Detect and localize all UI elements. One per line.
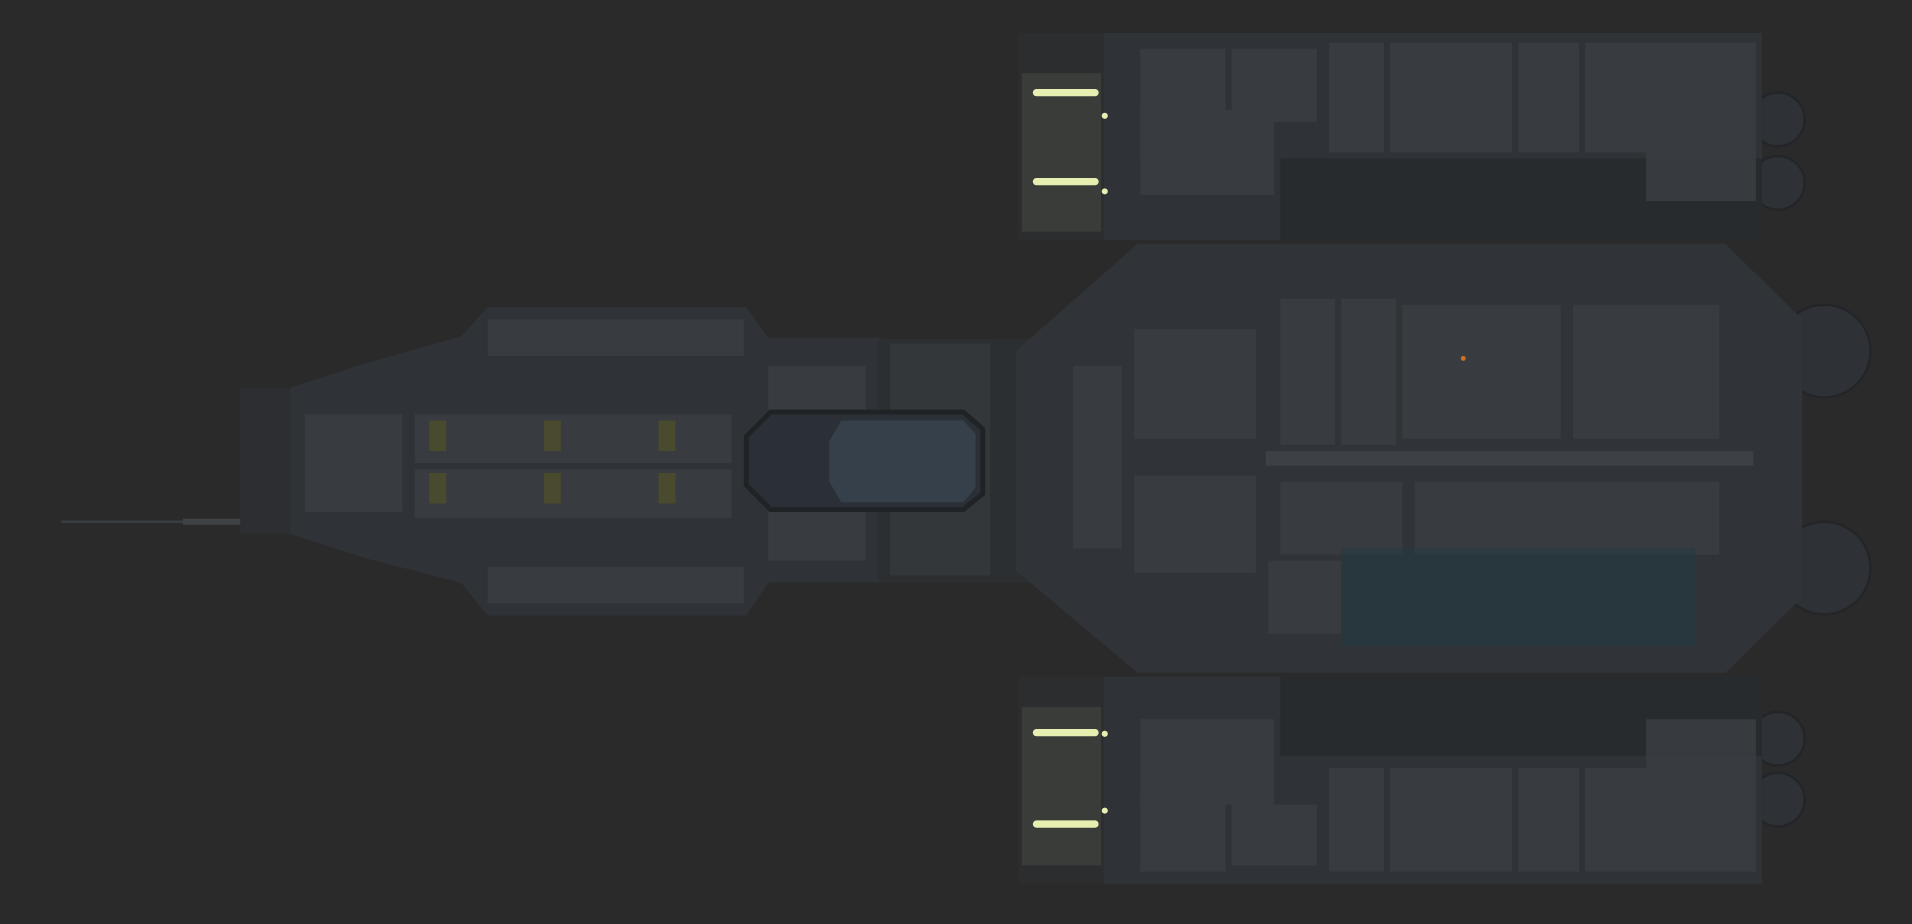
light-strip	[1032, 88, 1099, 97]
blue-glow-area	[1341, 548, 1695, 647]
orange-light	[1460, 355, 1466, 361]
lower-pod-nose	[1018, 676, 1104, 884]
yellow-markers	[429, 420, 676, 504]
light-strip	[1032, 177, 1099, 186]
light-strip	[1032, 728, 1099, 737]
light-strip	[1032, 820, 1099, 828]
central-rail	[1265, 451, 1754, 466]
upper-pod-nose	[1018, 32, 1104, 241]
pod-lights	[1032, 88, 1108, 828]
cockpit-canopy	[829, 420, 976, 503]
hull-panels	[304, 42, 1756, 872]
engines	[1749, 91, 1872, 828]
pod-light-glow	[1021, 73, 1102, 866]
